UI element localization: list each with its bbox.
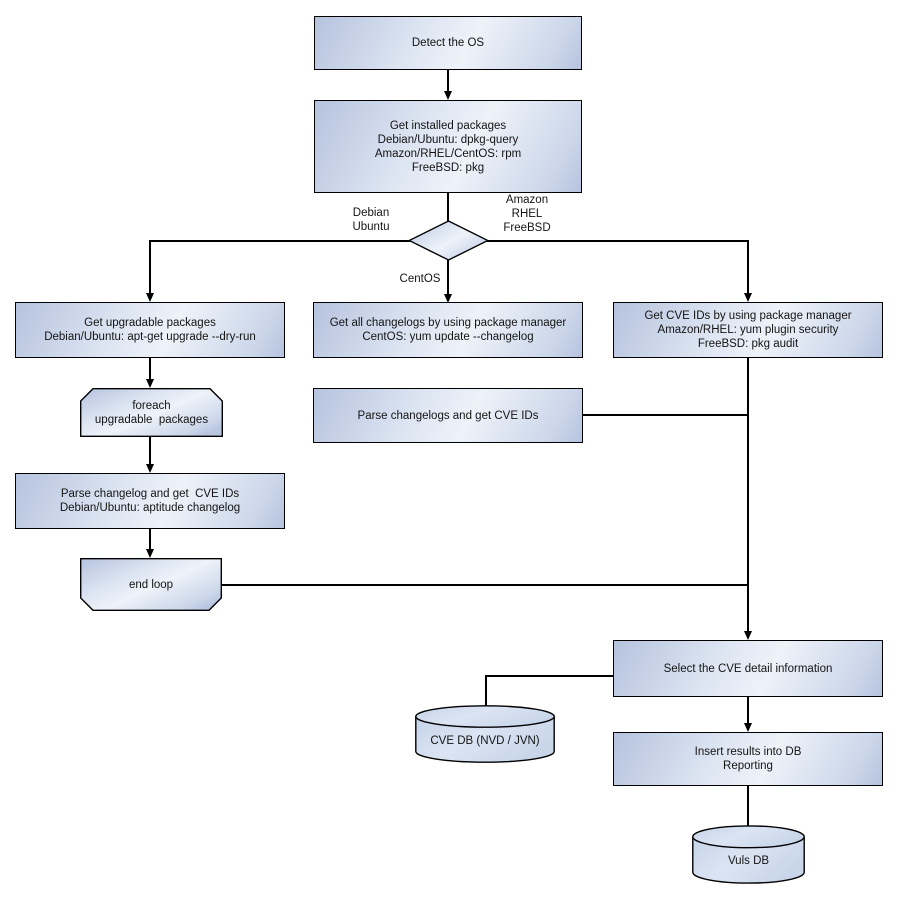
arrowhead [743, 631, 752, 640]
edge-label-amazon-rhel-freebsd: Amazon RHEL FreeBSD [503, 194, 551, 234]
edge-label-centos: CentOS [399, 273, 441, 285]
node-parse-changelogs-centos-label: Parse changelogs and get CVE IDs [357, 409, 539, 422]
connector-parse-to-endloop [149, 529, 151, 551]
node-get-cve-ids: Get CVE IDs by using package manager Ama… [613, 302, 883, 358]
node-insert-results-label: Insert results into DB Reporting [694, 746, 802, 772]
connector-detect-to-installed [447, 70, 449, 92]
arrowhead [145, 464, 154, 473]
connector-right-down [747, 240, 749, 294]
connector-upgradable-to-foreach [149, 358, 151, 381]
node-insert-results: Insert results into DB Reporting [613, 732, 883, 786]
connector-parsemid-to-trunk [583, 414, 749, 416]
node-detect-os: Detect the OS [314, 16, 582, 70]
connector-decision-left [150, 240, 410, 242]
connector-select-to-insert [747, 697, 749, 724]
node-parse-changelog-debian-label: Parse changelog and get CVE IDs Debian/U… [59, 488, 241, 514]
node-vuls-db-label: Vuls DB [727, 855, 770, 867]
arrowhead [743, 293, 752, 302]
arrowhead [145, 293, 154, 302]
node-foreach-loop-start: foreach upgradable packages [80, 388, 223, 437]
node-get-upgradable-packages: Get upgradable packages Debian/Ubuntu: a… [15, 302, 285, 358]
node-foreach-label: foreach upgradable packages [94, 399, 209, 426]
node-get-upgradable-packages-label: Get upgradable packages Debian/Ubuntu: a… [44, 317, 256, 343]
node-get-installed-packages: Get installed packages Debian/Ubuntu: dp… [314, 100, 582, 193]
node-get-installed-packages-label: Get installed packages Debian/Ubuntu: dp… [374, 119, 522, 174]
connector-installed-to-decision [447, 193, 449, 222]
node-parse-changelog-debian: Parse changelog and get CVE IDs Debian/U… [15, 473, 285, 529]
node-cve-db-label: CVE DB (NVD / JVN) [430, 734, 540, 747]
connector-decision-right [487, 240, 749, 242]
arrowhead [145, 549, 154, 558]
connector-cvedb-up [485, 675, 487, 710]
node-cve-db-cylinder: CVE DB (NVD / JVN) [415, 705, 555, 763]
arrowhead [443, 91, 452, 100]
connector-cvedb-to-select [485, 675, 614, 677]
connector-left-down [149, 240, 151, 294]
connector-trunk-to-select [747, 358, 749, 633]
node-select-cve-detail-label: Select the CVE detail information [663, 662, 833, 675]
node-get-cve-ids-label: Get CVE IDs by using package manager Ama… [644, 310, 852, 350]
node-detect-os-label: Detect the OS [411, 37, 485, 49]
connector-endloop-to-trunk [222, 584, 749, 586]
node-vuls-db-cylinder: Vuls DB [692, 825, 805, 884]
connector-foreach-to-parse [149, 437, 151, 466]
node-select-cve-detail: Select the CVE detail information [613, 640, 883, 697]
node-parse-changelogs-centos: Parse changelogs and get CVE IDs [313, 388, 583, 443]
node-end-loop: end loop [80, 558, 222, 611]
arrowhead [145, 379, 154, 388]
connector-insert-to-vulsdb [747, 786, 749, 830]
arrowhead [443, 294, 452, 303]
node-get-all-changelogs: Get all changelogs by using package mana… [313, 302, 583, 358]
connector-decision-centos [447, 260, 449, 295]
node-end-loop-label: end loop [128, 578, 174, 591]
arrowhead [743, 723, 752, 732]
node-os-decision-diamond [408, 220, 489, 261]
node-get-all-changelogs-label: Get all changelogs by using package mana… [329, 317, 567, 343]
edge-label-debian-ubuntu: Debian Ubuntu [352, 207, 390, 233]
